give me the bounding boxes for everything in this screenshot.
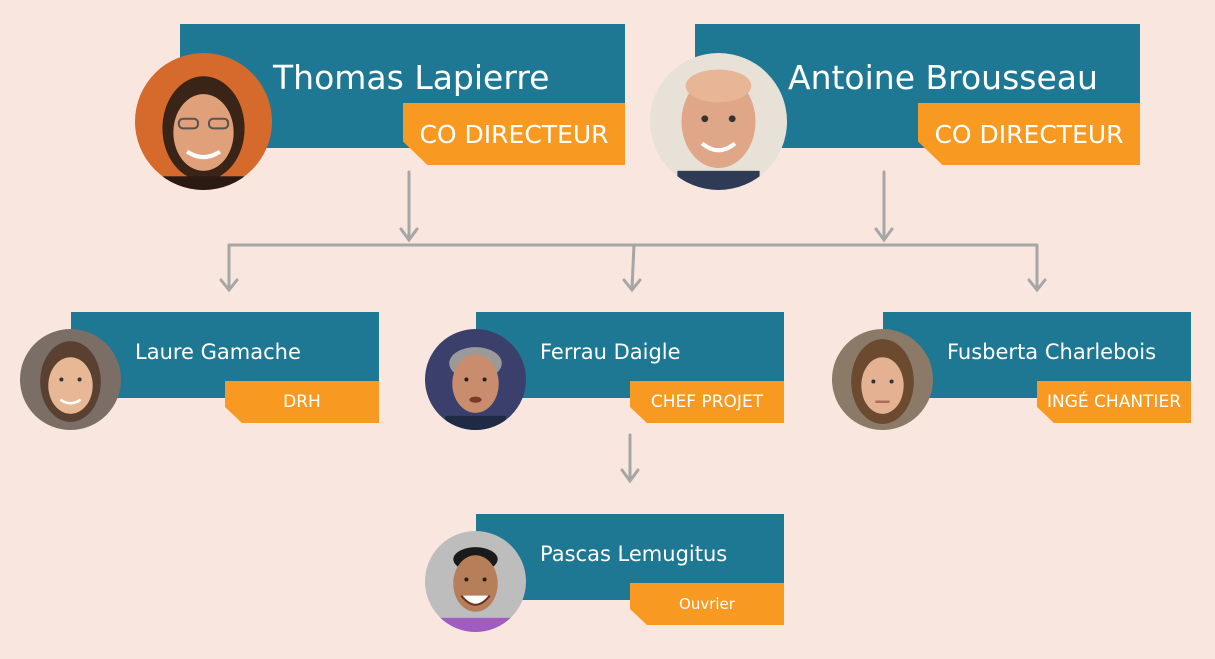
connector-ferrau bbox=[630, 243, 636, 290]
person-name: Antoine Brousseau bbox=[788, 58, 1098, 97]
person-name: Pascas Lemugitus bbox=[540, 542, 728, 566]
arrow-antoine bbox=[874, 227, 894, 243]
avatar-photo bbox=[650, 53, 787, 190]
arrow-ferrau bbox=[622, 278, 642, 293]
arrow-thomas bbox=[399, 227, 419, 243]
person-name: Thomas Lapierre bbox=[273, 58, 550, 97]
avatar-photo bbox=[832, 329, 933, 430]
person-name: Fusberta Charlebois bbox=[947, 340, 1157, 364]
role-tag: CO DIRECTEUR bbox=[403, 103, 625, 165]
role-tag: DRH bbox=[225, 381, 379, 423]
role-tag: INGÉ CHANTIER bbox=[1037, 381, 1191, 423]
role-tag: CO DIRECTEUR bbox=[918, 103, 1140, 165]
person-role: CO DIRECTEUR bbox=[419, 119, 609, 149]
person-name: Laure Gamache bbox=[135, 340, 301, 364]
person-role: DRH bbox=[283, 392, 321, 412]
person-role: CO DIRECTEUR bbox=[934, 119, 1124, 149]
avatar-photo bbox=[425, 329, 526, 430]
arrow-fusberta bbox=[1027, 278, 1047, 293]
arrow-laure bbox=[219, 278, 239, 293]
role-tag: CHEF PROJET bbox=[630, 381, 784, 423]
role-tag: Ouvrier bbox=[630, 583, 784, 625]
person-role: CHEF PROJET bbox=[650, 392, 764, 412]
avatar-photo bbox=[135, 53, 272, 190]
person-role: Ouvrier bbox=[679, 595, 735, 613]
person-name: Ferrau Daigle bbox=[540, 340, 681, 364]
arrow-pascas bbox=[620, 468, 640, 484]
avatar-photo bbox=[20, 329, 121, 430]
avatar-photo bbox=[425, 531, 526, 632]
person-role: INGÉ CHANTIER bbox=[1047, 392, 1181, 412]
